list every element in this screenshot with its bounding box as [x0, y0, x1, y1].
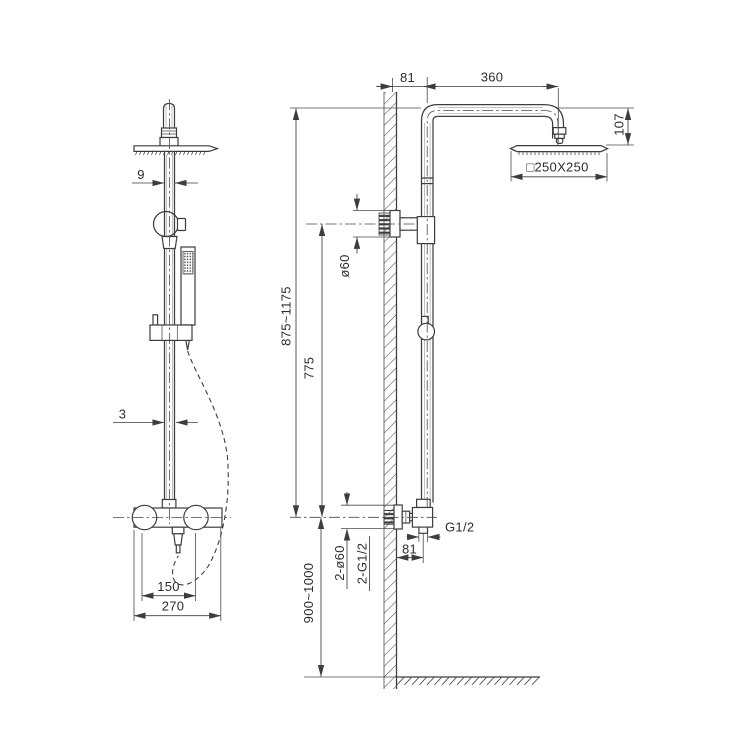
bracket-clamp: [416, 216, 436, 245]
dim-wall-to-outlet-label: 81: [402, 542, 417, 557]
dim-head-drop: 107: [606, 108, 634, 146]
dim-outlet-thread: G1/2: [406, 520, 474, 542]
dim-handle-spacing-label: 150: [157, 579, 180, 594]
dim-head-size-label: □250X250: [526, 160, 588, 175]
diverter-knob: [176, 217, 187, 232]
slider-bracket: [149, 314, 193, 341]
product-view: 9 3 150 270: [113, 99, 231, 621]
dim-arm-length-label: 360: [481, 70, 504, 85]
dim-bracket-flange-label: ø60: [337, 254, 352, 277]
wall-section: [383, 92, 398, 689]
dim-head-size: □250X250: [510, 151, 608, 182]
dim-bracket-flange: ø60: [337, 194, 390, 278]
dim-inlet-height-label: 900~1000: [301, 563, 316, 624]
riser-top-rod: [159, 102, 179, 147]
dim-top-offsets: 81 360: [376, 70, 559, 142]
shower-hose: [172, 350, 229, 586]
dim-body-width: 270: [133, 528, 222, 621]
dim-pipe-bottom-width: 3: [113, 407, 198, 426]
dim-body-width-label: 270: [162, 599, 185, 614]
dim-outlet-thread-label: G1/2: [445, 520, 474, 535]
dim-inlet-flanges-label: 2-ø60: [332, 545, 347, 580]
dim-inlet-callouts: 2-ø60 2-G1/2: [332, 492, 394, 591]
riser-base-nut: [416, 498, 431, 509]
dim-head-drop-label: 107: [612, 113, 627, 136]
shower-mixer: [131, 498, 223, 554]
mixer-side-view: [411, 506, 434, 534]
hose-outlet: [171, 526, 185, 535]
dim-pipe-top-width: 9: [132, 167, 198, 187]
dim-pipe-bottom-width-label: 3: [119, 407, 127, 422]
hand-shower: [180, 246, 196, 351]
shower-head-edge: [133, 145, 220, 156]
dim-inlet-threads-label: 2-G1/2: [355, 543, 370, 585]
dim-riser-height-label: 875~1175: [279, 286, 294, 346]
installation-view: 875~1175 775 900~1000 ø60 81: [279, 70, 634, 689]
overhead-shower: [508, 126, 610, 155]
riser-pipe: [416, 103, 565, 509]
dim-riser-height: 875~1175: [279, 108, 300, 517]
dim-handle-spacing: 150: [141, 533, 196, 601]
slider-knob: [417, 322, 436, 341]
pipe-centerline: [426, 110, 559, 508]
spray-face: [182, 251, 194, 275]
floor-line: [304, 676, 540, 686]
outlet-connection: [418, 526, 429, 534]
dim-bracket-height: 775: [302, 224, 326, 517]
dim-inlet-height: 900~1000: [301, 517, 325, 677]
dim-bracket-height-label: 775: [302, 357, 317, 380]
dim-wall-to-riser-label: 81: [400, 70, 415, 85]
dim-wall-to-outlet: 81: [396, 542, 424, 561]
dim-pipe-top-width-label: 9: [137, 167, 145, 182]
